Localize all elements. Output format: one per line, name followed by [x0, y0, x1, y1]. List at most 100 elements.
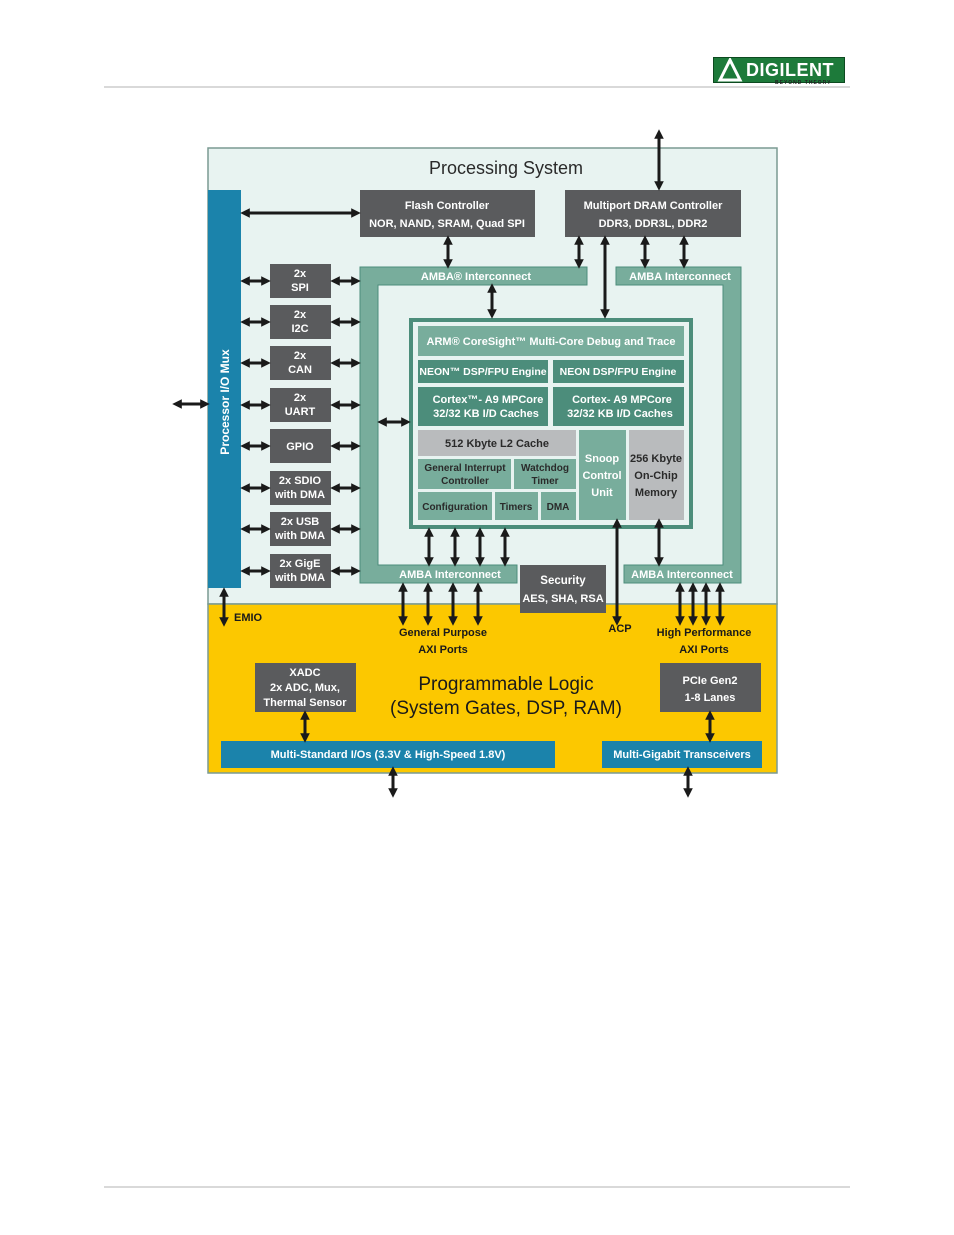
ps-title: Processing System — [429, 158, 583, 178]
ocm-line2: On-Chip — [634, 470, 678, 482]
peripheral-i2c-line1: 2x — [294, 309, 307, 321]
peripheral-uart — [270, 388, 331, 422]
security-box — [520, 565, 606, 613]
footer-rule — [104, 1186, 850, 1188]
peripheral-gige-line2: with DMA — [274, 572, 325, 584]
flash-label-2: NOR, NAND, SRAM, Quad SPI — [369, 218, 525, 230]
peripheral-gige — [270, 554, 331, 588]
cortex-left-line1: Cortex™- A9 MPCore — [433, 394, 544, 406]
xadc-line2: 2x ADC, Mux, — [270, 682, 340, 694]
coresight-box — [418, 326, 684, 356]
xadc-line1: XADC — [289, 667, 320, 679]
neon-left-label: NEON™ DSP/FPU Engine — [419, 366, 546, 378]
logo-text: DIGILENT — [746, 60, 834, 80]
peripheral-spi-line2: SPI — [291, 282, 309, 294]
peripheral-gpio — [270, 429, 331, 463]
pl-title: Programmable Logic — [418, 674, 593, 695]
timers-label: Timers — [500, 502, 533, 513]
cortex-right-line1: Cortex- A9 MPCore — [572, 394, 672, 406]
ocm-box — [629, 430, 684, 520]
logo-tagline: BEYOND THEORY — [775, 80, 832, 86]
multi-standard-io-bar — [221, 741, 555, 768]
ocm-line1: 256 Kbyte — [630, 453, 682, 465]
peripheral-sdio-line2: with DMA — [274, 489, 325, 501]
pcie-box — [660, 663, 761, 712]
gp-ports-line2: AXI Ports — [418, 644, 468, 656]
ocm-line3: Memory — [635, 487, 678, 499]
neon-right-box — [553, 360, 684, 383]
pl-subtitle: (System Gates, DSP, RAM) — [390, 698, 622, 719]
flash-label-1: Flash Controller — [405, 200, 490, 212]
multi-io-label: Multi-Standard I/Os (3.3V & High-Speed 1… — [271, 749, 506, 761]
neon-left-box — [418, 360, 548, 383]
l2-cache-label: 512 Kbyte L2 Cache — [445, 438, 549, 450]
peripheral-gige-line1: 2x GigE — [280, 558, 321, 570]
watchdog-line2: Timer — [531, 476, 558, 487]
timers-box — [495, 492, 538, 520]
amba-top-left-label: AMBA® Interconnect — [421, 271, 532, 283]
watchdog-box — [514, 459, 576, 489]
l2-cache-box — [418, 430, 576, 456]
peripheral-spi — [270, 264, 331, 298]
connection-arrows — [172, 129, 725, 798]
dram-label-1: Multiport DRAM Controller — [584, 200, 723, 212]
peripheral-sdio — [270, 471, 331, 505]
amba-bottom-left-label: AMBA Interconnect — [399, 569, 501, 581]
snoop-box — [579, 430, 626, 520]
config-label: Configuration — [422, 502, 488, 513]
header-rule — [104, 86, 850, 88]
acp-label: ACP — [608, 623, 631, 635]
digilent-logo: DIGILENT BEYOND THEORY — [713, 57, 845, 86]
peripheral-sdio-line1: 2x SDIO — [279, 475, 322, 487]
peripheral-can-line2: CAN — [288, 364, 312, 376]
flash-controller — [360, 190, 535, 237]
snoop-line1: Snoop — [585, 453, 619, 465]
logo-badge: DIGILENT — [713, 57, 845, 83]
logo-mark-icon — [717, 58, 743, 82]
dram-label-2: DDR3, DDR3L, DDR2 — [599, 218, 708, 230]
peripheral-gpio-line1: GPIO — [286, 441, 314, 453]
config-box — [418, 492, 492, 520]
gp-ports-line1: General Purpose — [399, 627, 487, 639]
peripheral-list: 2x SPI 2x I2C 2x CAN 2x UART GPIO 2x SDI… — [270, 264, 331, 588]
gic-line1: General Interrupt — [424, 463, 506, 474]
peripheral-can-line1: 2x — [294, 350, 307, 362]
cortex-right-box — [553, 387, 684, 426]
dma-box — [541, 492, 576, 520]
neon-right-label: NEON DSP/FPU Engine — [560, 366, 677, 378]
io-mux-label: Processor I/O Mux — [218, 349, 232, 455]
security-line2: AES, SHA, RSA — [522, 593, 603, 605]
cortex-left-box — [418, 387, 548, 426]
pcie-line1: PCIe Gen2 — [682, 675, 737, 687]
peripheral-i2c-line2: I2C — [291, 323, 308, 335]
dram-controller — [565, 190, 741, 237]
peripheral-spi-line1: 2x — [294, 268, 307, 280]
processor-io-mux — [208, 190, 241, 588]
gic-box — [418, 459, 511, 489]
peripheral-uart-line1: 2x — [294, 392, 307, 404]
gigabit-label: Multi-Gigabit Transceivers — [613, 749, 751, 761]
watchdog-line1: Watchdog — [521, 463, 569, 474]
hp-ports-line1: High Performance — [657, 627, 752, 639]
peripheral-can — [270, 346, 331, 380]
xadc-line3: Thermal Sensor — [263, 697, 347, 709]
peripheral-uart-line2: UART — [285, 406, 316, 418]
snoop-line2: Control — [582, 470, 621, 482]
emio-label: EMIO — [234, 612, 263, 624]
gigabit-transceiver-bar — [602, 741, 762, 768]
coresight-label: ARM® CoreSight™ Multi-Core Debug and Tra… — [427, 336, 676, 348]
peripheral-usb — [270, 512, 331, 546]
amba-frame-left — [359, 266, 588, 584]
gic-line2: Controller — [441, 476, 489, 487]
amba-bottom-right-label: AMBA Interconnect — [631, 569, 733, 581]
xadc-box — [255, 663, 356, 712]
security-line1: Security — [540, 575, 586, 587]
snoop-line3: Unit — [591, 487, 613, 499]
cortex-left-line2: 32/32 KB I/D Caches — [433, 408, 539, 420]
dma-label: DMA — [547, 502, 570, 513]
amba-top-right-label: AMBA Interconnect — [629, 271, 731, 283]
peripheral-i2c — [270, 305, 331, 339]
hp-ports-line2: AXI Ports — [679, 644, 729, 656]
amba-frame-right — [615, 266, 742, 584]
